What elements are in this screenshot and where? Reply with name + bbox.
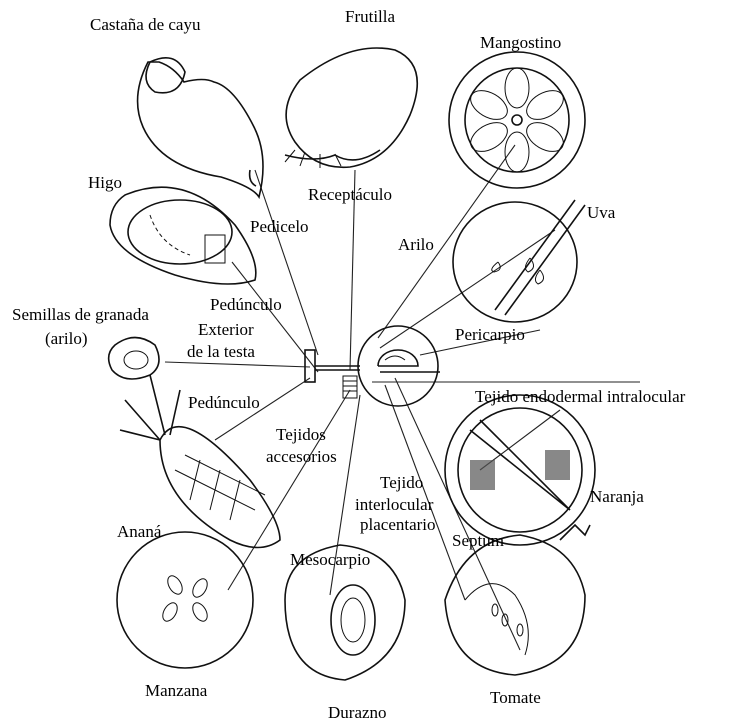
label-exterior-2: de la testa	[187, 342, 255, 361]
label-mangostino: Mangostino	[480, 33, 561, 52]
apple-drawing	[117, 532, 253, 668]
label-naranja: Naranja	[590, 487, 644, 506]
leader-tomate	[385, 385, 465, 600]
label-mesocarpio: Mesocarpio	[290, 550, 370, 569]
label-receptaculo: Receptáculo	[308, 185, 392, 204]
label-uva: Uva	[587, 203, 616, 222]
strawberry-drawing	[285, 48, 417, 168]
label-pericarpio: Pericarpio	[455, 325, 525, 344]
label-semillas-2: (arilo)	[45, 329, 87, 348]
cashew-drawing	[138, 58, 263, 197]
grape-drawing	[453, 200, 585, 322]
central-ovule	[378, 350, 418, 366]
label-tejidos-accesorios-2: accesorios	[266, 447, 337, 466]
label-tejido-inter-1: Tejido	[380, 473, 423, 492]
orange-drawing	[445, 395, 595, 545]
mangosteen-drawing	[449, 52, 585, 188]
label-higo: Higo	[88, 173, 122, 192]
label-arilo: Arilo	[398, 235, 434, 254]
label-anana: Ananá	[117, 522, 162, 541]
label-manzana: Manzana	[145, 681, 208, 700]
label-tejido-inter-3: placentario	[360, 515, 436, 534]
juice-vesicles-left	[470, 460, 495, 490]
label-pedunculo-bottom: Pedúnculo	[188, 393, 260, 412]
label-pedunculo-top: Pedúnculo	[210, 295, 282, 314]
label-septum: Septum	[452, 531, 504, 550]
fig-drawing	[110, 187, 256, 284]
central-schematic	[305, 326, 440, 406]
label-durazno: Durazno	[328, 703, 387, 722]
leader-granada	[165, 362, 310, 367]
label-pedicelo: Pedicelo	[250, 217, 309, 236]
label-semillas-1: Semillas de granada	[12, 305, 149, 324]
leader-septum	[395, 378, 520, 650]
label-tomate: Tomate	[490, 688, 541, 707]
juice-vesicles-right	[545, 450, 570, 480]
label-tejidos-accesorios-1: Tejidos	[276, 425, 326, 444]
label-exterior-1: Exterior	[198, 320, 254, 339]
label-tejido-endodermal: Tejido endodermal intralocular	[475, 387, 686, 406]
pomegranate-seed-drawing	[109, 338, 159, 380]
label-castana: Castaña de cayu	[90, 15, 201, 34]
label-frutilla: Frutilla	[345, 7, 396, 26]
label-tejido-inter-2: interlocular	[355, 495, 434, 514]
